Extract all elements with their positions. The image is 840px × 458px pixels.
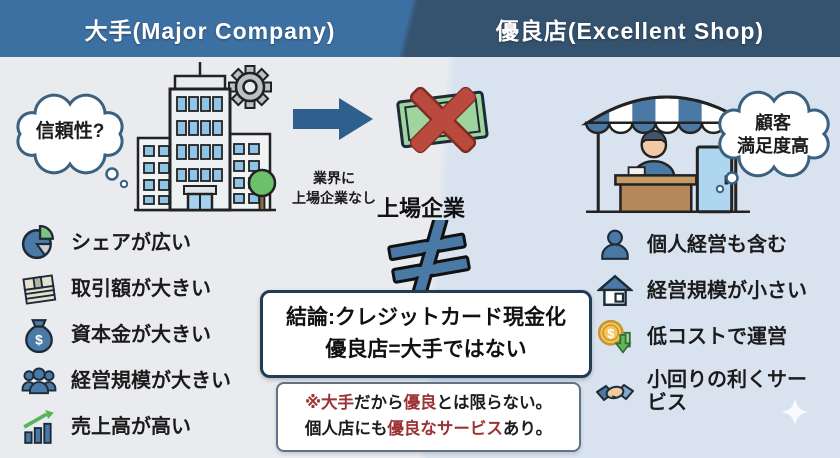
- feature-label: 小回りの利くサービス: [647, 369, 807, 414]
- right-arrow-icon: [293, 98, 373, 140]
- list-item: $ 低コストで運営: [596, 314, 809, 360]
- cash-stack-icon: [20, 270, 58, 308]
- conclusion-box: 結論:クレジットカード現金化 優良店=大手ではない: [260, 290, 592, 378]
- feature-label: 取引額が大きい: [71, 277, 211, 300]
- handshake-icon: [596, 373, 634, 411]
- list-item: 取引額が大きい: [20, 266, 231, 312]
- feature-label: 売上高が高い: [71, 415, 191, 438]
- customer-satisfaction-bubble: 顧客 満足度高: [710, 82, 836, 200]
- bar-chart-icon: [20, 408, 58, 446]
- excellent-shop-feature-list: 個人経営も含む 経営規模が小さい $: [596, 222, 809, 424]
- awning-icon: [581, 95, 753, 135]
- office-building-icon: [134, 62, 277, 212]
- thought-cloud-icon: [16, 93, 129, 189]
- feature-label: 個人経営も含む: [647, 233, 787, 256]
- feature-label: 経営規模が大きい: [71, 369, 231, 392]
- list-item: 個人経営も含む: [596, 222, 809, 268]
- crossed-out-money-icon: [396, 86, 489, 154]
- satisfaction-line2: 満足度高: [737, 136, 809, 157]
- svg-text:$: $: [607, 327, 614, 341]
- disclaimer-line1: ※大手だから優良とは限らない。: [304, 394, 553, 412]
- red-x-icon: [409, 86, 477, 154]
- feature-label: 低コストで運営: [647, 325, 787, 348]
- trust-thought-bubble: 信頼性?: [8, 84, 132, 190]
- list-item: 売上高が高い: [20, 404, 231, 450]
- list-item: 経営規模が小さい: [596, 268, 809, 314]
- person-icon: [596, 226, 634, 264]
- trust-bubble-label: 信頼性?: [35, 121, 105, 142]
- coin-icon: $: [596, 318, 634, 356]
- industry-note: 業界に 上場企業なし: [282, 169, 386, 208]
- satisfaction-bubble-label: 顧客 満足度高: [710, 112, 836, 159]
- shop-storefront-icon: [581, 95, 753, 214]
- list-item: シェアが広い: [20, 220, 231, 266]
- satisfaction-line1: 顧客: [755, 113, 791, 133]
- house-icon: [596, 272, 634, 310]
- svg-text:$: $: [35, 333, 43, 348]
- header-bar: 大手(Major Company) 優良店(Excellent Shop): [0, 0, 840, 57]
- list-item: $ 資本金が大きい: [20, 312, 231, 358]
- conclusion-line2: 優良店=大手ではない: [325, 337, 527, 361]
- industry-note-line2: 上場企業なし: [292, 189, 376, 206]
- people-group-icon: [20, 362, 58, 400]
- thought-cloud-icon: [715, 90, 830, 194]
- not-equal-icon: [387, 220, 471, 296]
- pie-chart-icon: [20, 224, 58, 262]
- header-title-major-company: 大手(Major Company): [84, 17, 336, 44]
- feature-label: シェアが広い: [71, 231, 191, 254]
- gear-icon: [228, 65, 272, 109]
- money-bag-icon: $: [20, 316, 58, 354]
- disclaimer-box: ※大手だから優良とは限らない。 個人店にも優良なサービスあり。: [276, 382, 581, 453]
- listed-company-label: 上場企業: [377, 196, 466, 221]
- feature-label: 資本金が大きい: [71, 323, 211, 346]
- sparkle-icon: [781, 398, 809, 426]
- header-title-excellent-shop: 優良店(Excellent Shop): [495, 17, 765, 44]
- feature-label: 経営規模が小さい: [647, 279, 807, 302]
- industry-note-line1: 業界に: [313, 170, 355, 186]
- list-item: 経営規模が大きい: [20, 358, 231, 404]
- disclaimer-line2: 個人店にも優良なサービスあり。: [304, 419, 553, 438]
- list-item: 小回りの利くサービス: [596, 360, 809, 424]
- conclusion-line1: 結論:クレジットカード現金化: [286, 306, 566, 329]
- major-company-feature-list: シェアが広い 取引額が大きい: [20, 220, 231, 450]
